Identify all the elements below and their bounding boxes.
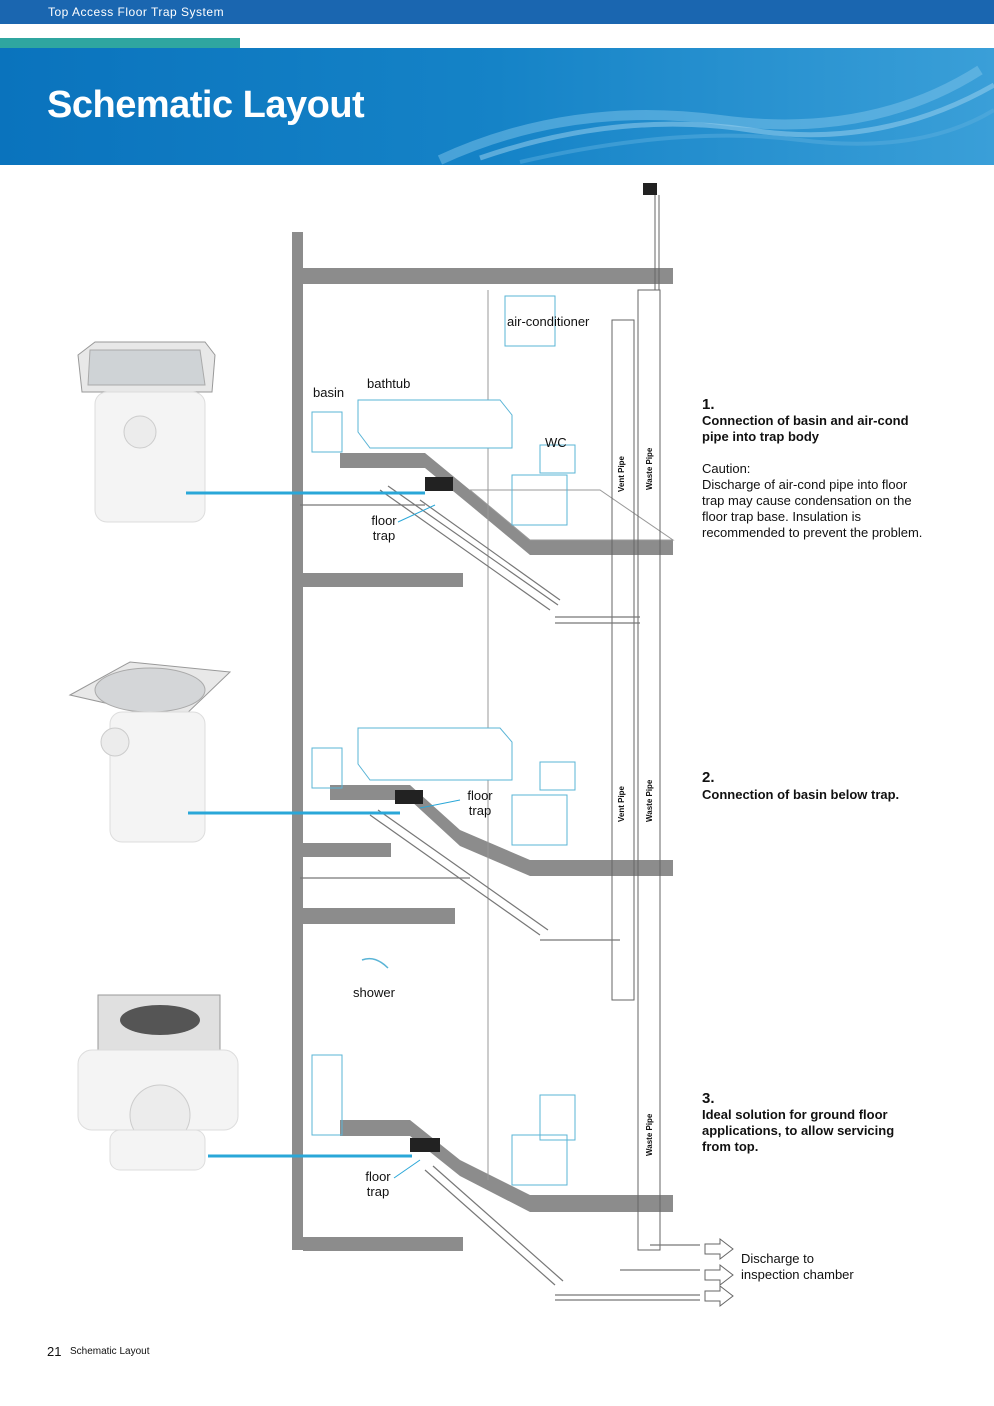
wc-tank-shape [539,444,576,474]
page-number: 21 [47,1344,62,1359]
vent-pipe [611,319,635,1001]
floor-slab-1 [303,573,463,587]
title-banner [0,48,994,165]
wc-bowl-shape-2 [511,794,568,846]
page-title: Schematic Layout [47,84,365,126]
note-3-title: Ideal solution for ground floor applicat… [702,1107,895,1154]
wc-bowl-shape-3 [511,1134,568,1186]
note-1-title: Connection of basin and air-cond pipe in… [702,413,909,444]
bathtub-shape [357,399,513,449]
footer-label: Schematic Layout [70,1346,150,1357]
floor-trap-product-1 [77,341,216,523]
label-wc: WC [545,435,567,450]
header-accent [0,38,240,48]
basin-shape-2 [311,747,343,789]
floor-slab-2b [303,843,391,857]
discharge-arrow-1 [704,1237,734,1261]
label-waste-pipe-3: Waste Pipe [645,1113,654,1156]
floor-slab-2 [303,908,455,924]
discharge-arrow-3 [704,1284,734,1308]
roof-slab [303,268,673,284]
header-strip [240,24,994,48]
basin-shape-3 [311,1054,343,1136]
note-2-number: 2. [702,769,715,786]
floor-slab-3 [303,1237,463,1251]
note-2-title: Connection of basin below trap. [702,787,900,802]
label-waste-pipe-2: Waste Pipe [645,779,654,822]
label-waste-pipe-1: Waste Pipe [645,447,654,490]
water-splash-graphic [437,65,994,165]
top-bar [0,0,994,24]
label-vent-pipe-2: Vent Pipe [617,785,626,822]
note-1-caution-text: Discharge of air-cond pipe into floor tr… [702,477,923,540]
bathroom-slab-2 [330,785,673,876]
label-vent-pipe-1: Vent Pipe [617,455,626,492]
wc-tank-shape-2 [539,761,576,791]
label-shower: shower [353,985,395,1000]
bathroom-slab-1 [340,453,673,555]
floor-trap-grate-1 [425,477,453,491]
label-air-conditioner: air-conditioner [507,314,590,329]
air-conditioner-shape [504,295,556,347]
note-3-number: 3. [702,1090,715,1107]
floor-trap-product-3 [77,994,239,1171]
label-discharge-1: Discharge to [741,1251,814,1266]
section-title: Top Access Floor Trap System [48,5,225,19]
bathtub-shape-2 [357,727,513,781]
wc-bowl-shape [511,474,568,526]
vent-cap [643,183,657,195]
note-1-number: 1. [702,396,715,413]
discharge-arrow-2 [704,1263,734,1287]
building-wall [292,232,303,1250]
basin-shape [311,411,343,453]
label-bathtub: bathtub [367,376,411,391]
label-discharge-2: inspection chamber [741,1267,854,1282]
note-1-caution-label: Caution: [702,461,751,476]
label-basin: basin [313,385,345,400]
floor-trap-grate-2 [395,790,423,804]
wc-tank-shape-3 [539,1094,576,1141]
floor-trap-product-2 [68,661,232,843]
waste-pipe [637,289,661,1251]
floor-trap-grate-3 [410,1138,440,1152]
shower-head-shape [361,957,389,969]
